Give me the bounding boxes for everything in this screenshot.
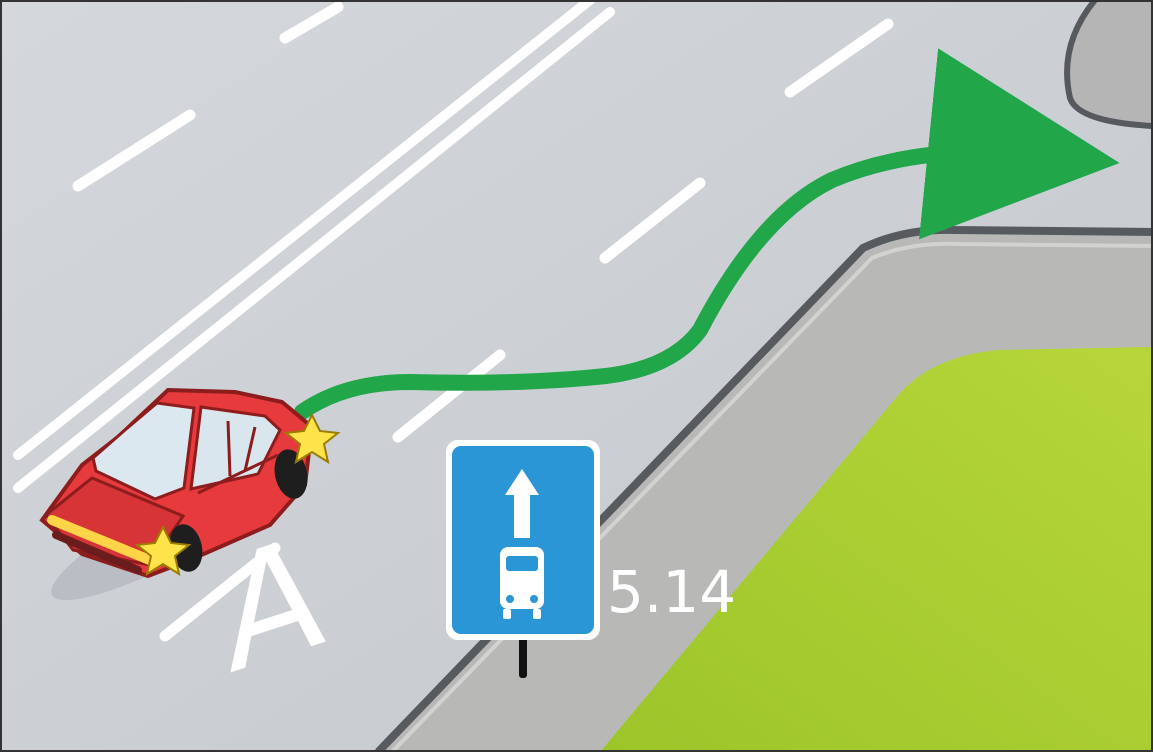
red-car-icon: [39, 387, 341, 579]
curb-highlight: [390, 241, 1153, 752]
bus-light-right: [530, 595, 538, 603]
double-line-left: [13, 0, 595, 460]
car-rear-wheel: [274, 449, 308, 499]
lane-dash: [392, 349, 506, 443]
car-front-lights: [47, 515, 157, 566]
car-door-line: [197, 453, 279, 495]
lane-dash: [279, 1, 344, 44]
bus-light-left: [506, 595, 514, 603]
star-turn-signal-icon: [134, 524, 192, 577]
bus-wheel-right: [533, 609, 541, 619]
star-turn-signal-icon: [283, 412, 341, 465]
grass-area: [600, 347, 1153, 752]
car-windshield: [91, 401, 196, 501]
lane-dash: [159, 542, 281, 642]
lane-dash: [784, 18, 894, 98]
car-window-pillars: [226, 420, 257, 477]
green-arrow-icon: [294, 48, 1120, 420]
double-line-right: [13, 7, 615, 493]
bus-windshield: [506, 556, 538, 571]
car-side-windows: [189, 405, 282, 491]
sign-face: [452, 446, 594, 634]
sign-number: 5.14: [607, 558, 736, 626]
lane-dashes: [72, 1, 894, 642]
lane-dash: [599, 177, 706, 264]
bus-lane-arrow-icon: [505, 469, 539, 538]
bus-lane-sign: [446, 440, 600, 640]
car-bumper: [52, 531, 142, 574]
bus-wheel-left: [503, 609, 511, 619]
lane-dash: [72, 109, 196, 192]
